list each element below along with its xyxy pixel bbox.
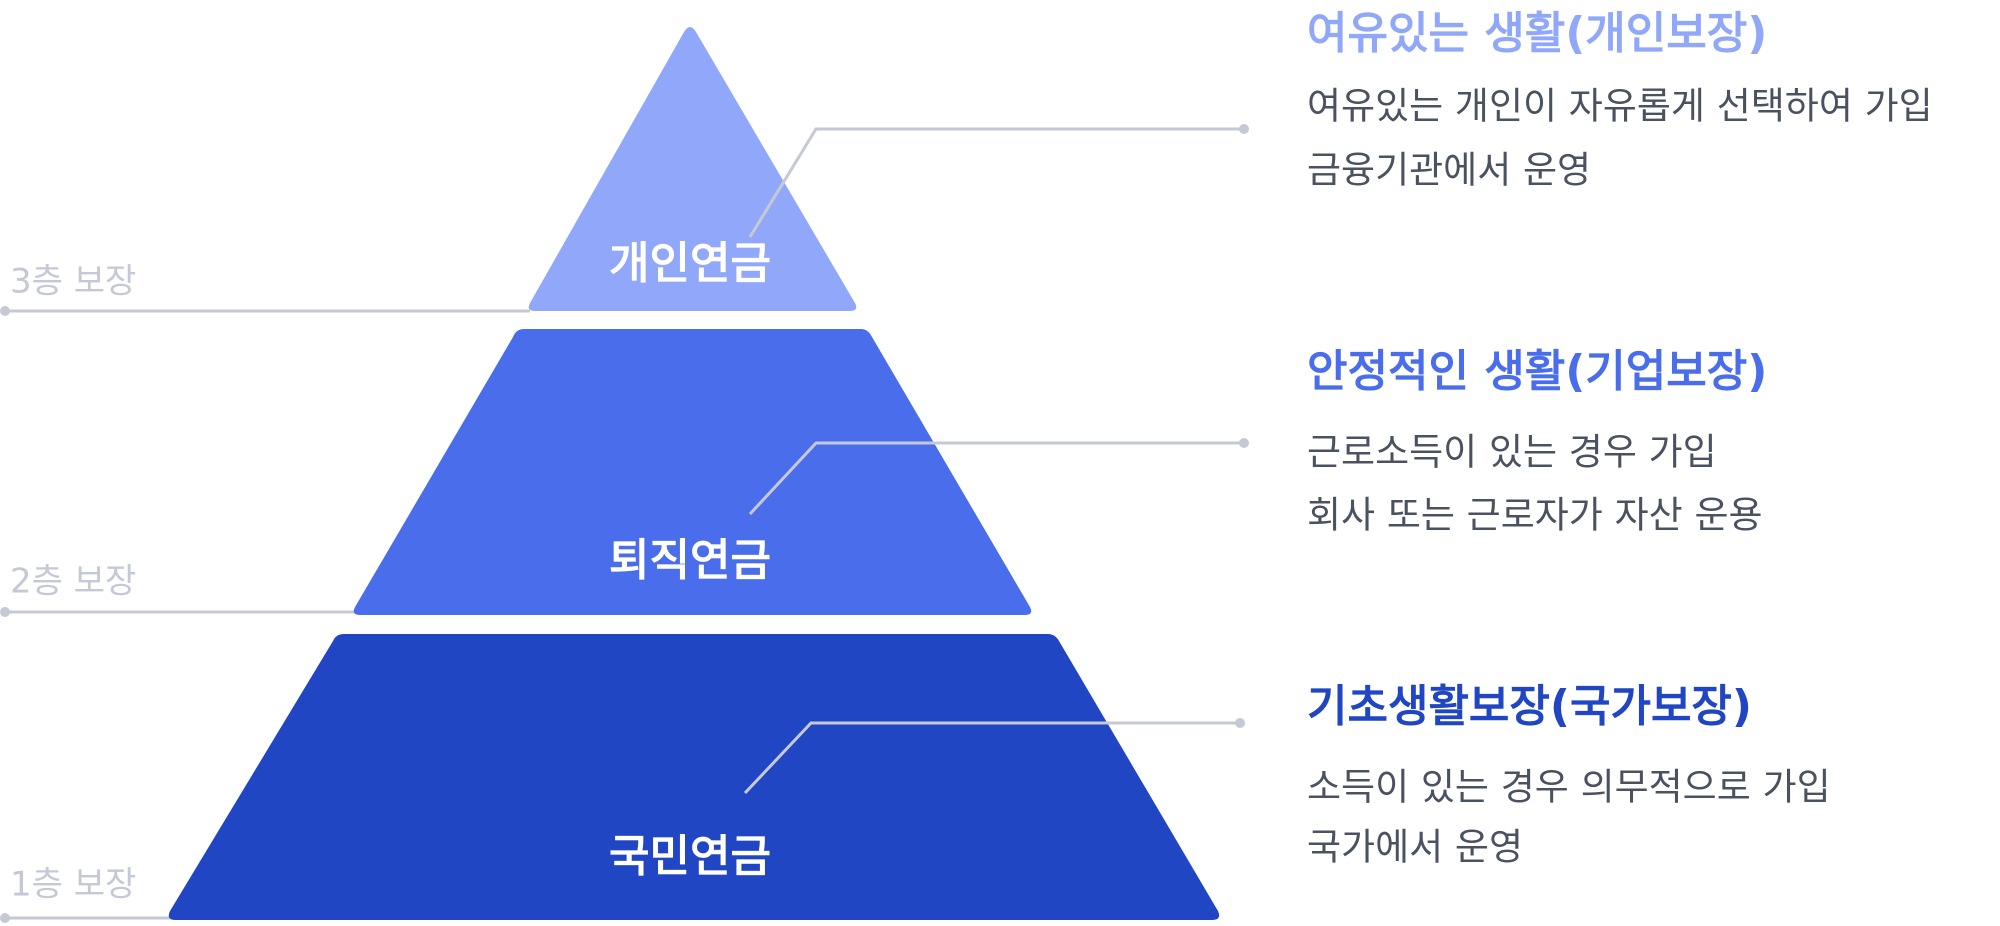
tier-1-name: 국민연금	[609, 831, 771, 882]
level-label-2: 2층 보장	[10, 562, 136, 602]
level-dot	[0, 306, 10, 316]
tier-3-desc-line-1: 여유있는 개인이 자유롭게 선택하여 가입	[1307, 85, 1933, 128]
tier-1-trapezoid	[168, 634, 1220, 920]
tier-2-trapezoid	[353, 329, 1032, 615]
tier-1-desc-line-2: 국가에서 운영	[1307, 826, 1523, 869]
tier-2-name: 퇴직연금	[609, 535, 771, 586]
leader-dot	[1239, 438, 1249, 448]
leader-line-tier-3	[748, 124, 1249, 238]
tier-1-desc-line-1: 소득이 있는 경우 의무적으로 가입	[1307, 766, 1831, 809]
level-1-guide: 1층 보장	[0, 865, 170, 923]
level-label-3: 3층 보장	[10, 262, 136, 302]
tier-2-heading: 안정적인 생활(기업보장)	[1307, 346, 1767, 397]
tier-3-heading: 여유있는 생활(개인보장)	[1307, 8, 1767, 59]
leader-line-tier-2	[748, 438, 1249, 516]
leader-line-tier-1	[743, 718, 1245, 795]
leader-dot	[1235, 718, 1245, 728]
level-label-1: 1층 보장	[10, 865, 136, 905]
tier-2-desc-line-1: 근로소득이 있는 경우 가입	[1307, 431, 1717, 474]
tier-3-name: 개인연금	[609, 238, 771, 289]
tier-3-triangle	[528, 27, 857, 311]
tier-1-heading: 기초생활보장(국가보장)	[1307, 681, 1752, 732]
level-dot	[0, 607, 10, 617]
level-2-guide: 2층 보장	[0, 562, 360, 617]
level-3-guide: 3층 보장	[0, 262, 530, 316]
tier-3-desc-line-2: 금융기관에서 운영	[1307, 149, 1591, 192]
leader-dot	[1239, 124, 1249, 134]
level-dot	[0, 913, 10, 923]
tier-2-desc-line-2: 회사 또는 근로자가 자산 운용	[1307, 494, 1763, 537]
